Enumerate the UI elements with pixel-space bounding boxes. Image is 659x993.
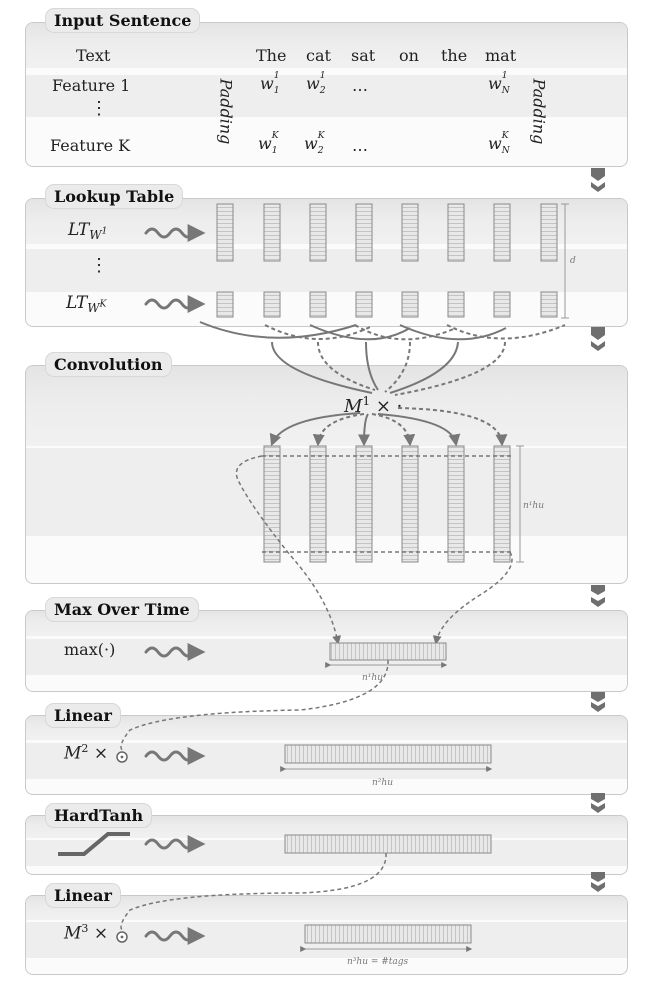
w-K-2: w K 2 [304,130,325,156]
conv-max-guides [235,455,513,645]
conv-output-vectors [263,445,511,563]
dim-d-label: d [570,256,576,266]
input-sentence-title: Input Sentence [45,8,201,33]
linear1-title: Linear [45,703,121,728]
dim-linear2-label: n³hu = #tags [347,957,409,967]
feature-vdots: ⋮ [90,98,108,119]
max-over-time-panel [25,610,628,692]
lt-vdots: ⋮ [90,255,108,276]
max-over-time-title: Max Over Time [45,597,199,622]
dim-nhu1-marker [516,445,524,563]
linear2-operator: M3 × [64,922,109,944]
feature1-label: Feature 1 [52,76,131,95]
word-sat: sat [351,46,376,65]
max-op-label: max(·) [64,640,116,659]
ellipsis-row1: … [352,76,368,95]
max-output-vector [329,642,447,661]
w-1-N: w 1 N [488,70,510,96]
featureK-label: Feature K [50,136,131,155]
hardtanh-title: HardTanh [45,803,153,828]
hardtanh-panel [25,815,628,875]
dim-d-marker [561,203,569,319]
hardtanh-curve-icon [58,832,130,856]
w-K-1: w K 1 [258,130,279,156]
lt-wK-label: LTWK [66,293,107,316]
convolution-panel [25,365,628,584]
conv-output-arrows [269,407,508,447]
linear1-output-vector [284,744,492,764]
dim-nhu1-label: n¹hu [523,501,544,511]
max-to-linear1-link [120,659,389,751]
w-K-N: w K N [488,130,510,156]
word-the: the [441,46,468,65]
word-mat: mat [485,46,517,65]
text-row-label: Text [76,46,111,65]
linear1-operator: M2 × [64,742,109,764]
hardtanh-output-vector [284,834,492,854]
hardtanh-to-linear2-link [120,852,387,931]
convolution-title: Convolution [45,352,172,377]
word-the-cap: The [256,46,287,65]
linear2-output-vector [304,924,472,944]
lookup-vectors-bottom [216,291,558,318]
conv-window-arcs [199,321,566,396]
w-1-2: w 1 2 [306,70,326,96]
lookup-vectors-top [216,203,558,262]
lookup-table-title: Lookup Table [45,184,184,209]
conv-operator: M1 × · [344,394,403,417]
chevron-icons [591,168,605,892]
ellipsis-rowK: … [352,136,368,155]
dim-linear1-label: n²hu [372,778,393,788]
word-on: on [399,46,419,65]
dim-max-label: n¹hu [362,673,383,683]
lt-w1-label: LTW1 [68,220,108,243]
squiggle-arrows [144,224,206,945]
w-1-1: w 1 1 [260,70,280,96]
word-cat: cat [306,46,331,65]
linear2-title: Linear [45,883,121,908]
